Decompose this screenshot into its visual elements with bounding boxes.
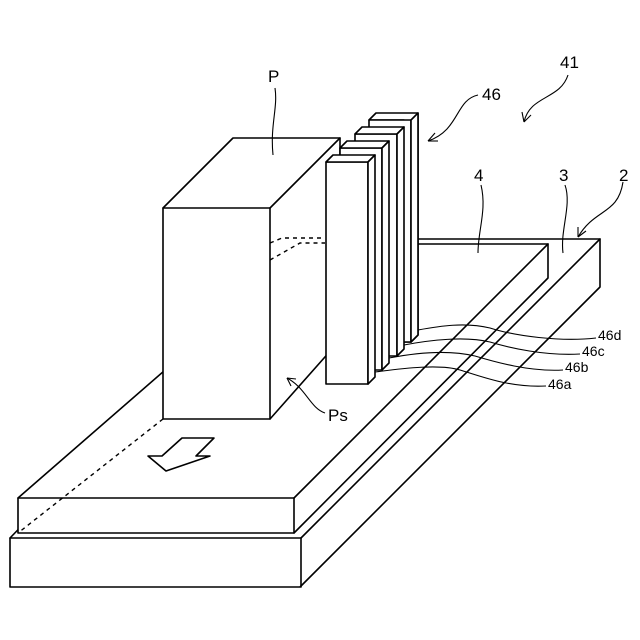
label-device: 41 (560, 53, 579, 72)
label-base-plate: 3 (559, 166, 568, 185)
label-top-surface: 4 (474, 166, 483, 185)
label-finger-46b: 46b (565, 359, 589, 375)
finger-46a (326, 155, 375, 384)
label-finger-46d: 46d (598, 327, 621, 343)
label-package: P (268, 67, 279, 86)
label-frame: 2 (619, 166, 628, 185)
label-finger-46c: 46c (582, 343, 605, 359)
label-finger-46a: 46a (548, 376, 572, 392)
label-package-side: Ps (328, 406, 348, 425)
label-finger-group: 46 (482, 85, 501, 104)
